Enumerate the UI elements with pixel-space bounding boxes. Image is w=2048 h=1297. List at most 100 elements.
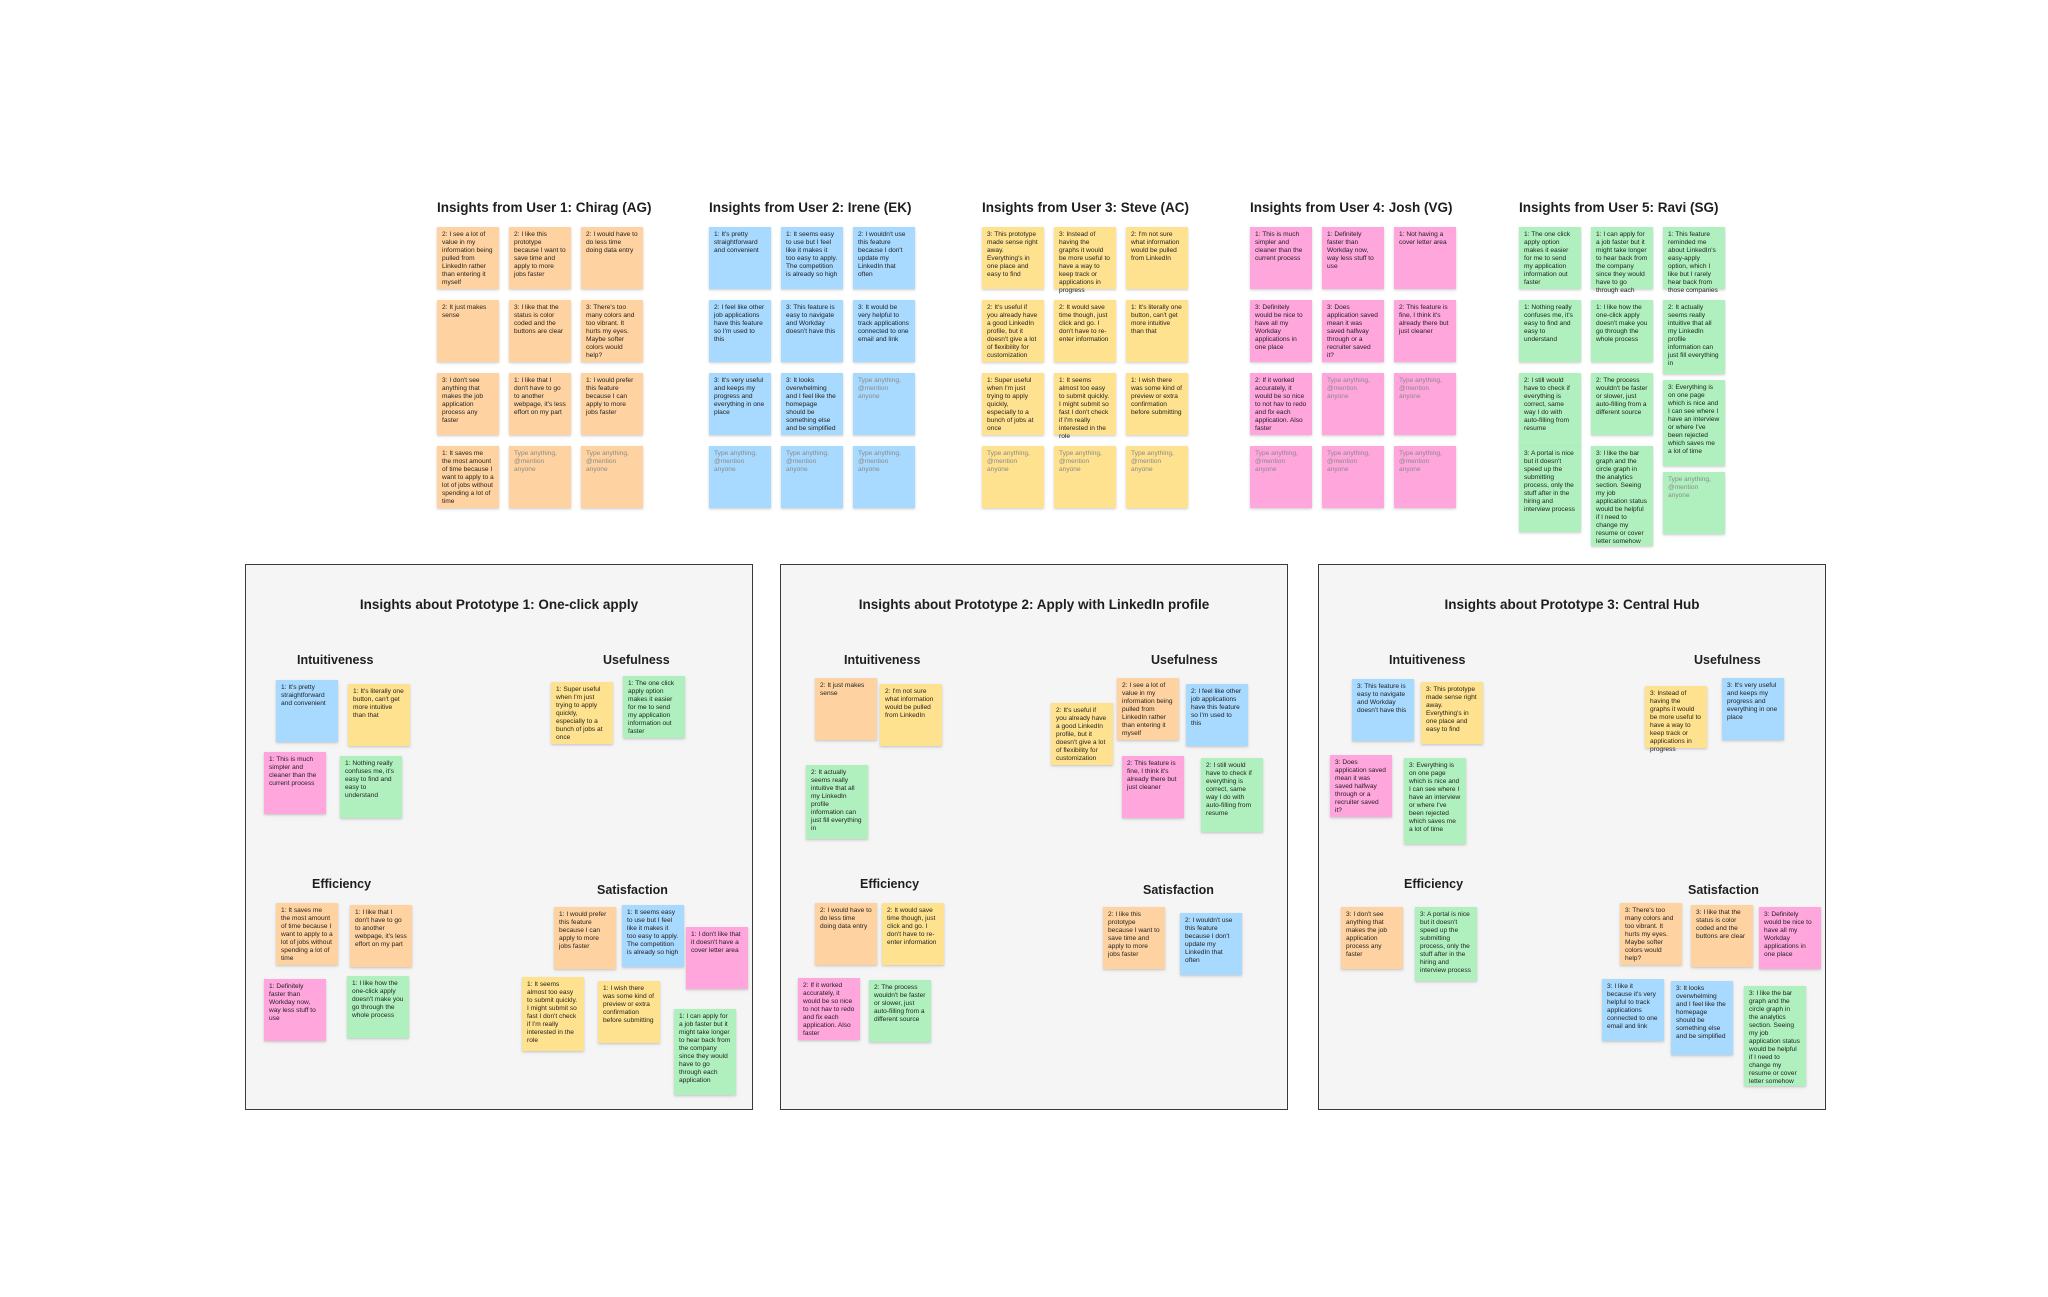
sticky-note-placeholder[interactable]: Type anything, @mention anyone (509, 446, 571, 508)
sticky-note[interactable]: 1: I like how the one-click apply doesn'… (1591, 300, 1653, 362)
sticky-note[interactable]: 1: Super useful when I'm just trying to … (551, 682, 613, 744)
sticky-note-placeholder[interactable]: Type anything, @mention anyone (1054, 446, 1116, 508)
sticky-note[interactable]: 1: Super useful when I'm just trying to … (982, 373, 1044, 435)
sticky-note[interactable]: 3: There's too many colors and too vibra… (1620, 903, 1682, 965)
sticky-note[interactable]: 1: It's literally one button, can't get … (1126, 300, 1188, 362)
sticky-note-placeholder[interactable]: Type anything, @mention anyone (1250, 446, 1312, 508)
sticky-note[interactable]: 3: I like that the status is color coded… (509, 300, 571, 362)
sticky-note[interactable]: 1: It's literally one button, can't get … (348, 684, 410, 746)
sticky-note[interactable]: 2: I like this prototype because I want … (1103, 907, 1165, 969)
prototype-3-section[interactable]: Insights about Prototype 3: Central Hub … (1318, 564, 1826, 1110)
sticky-note[interactable]: 2: I see a lot of value in my informatio… (437, 227, 499, 289)
sticky-note[interactable]: 3: Everything is on one page which is ni… (1663, 380, 1725, 466)
sticky-note[interactable]: 2: This feature is fine, I think it's al… (1394, 300, 1456, 362)
sticky-note[interactable]: 2: It just makes sense (815, 678, 877, 740)
sticky-note[interactable]: 2: If it worked accurately, it would be … (1250, 373, 1312, 435)
sticky-note[interactable]: 3: This prototype made sense right away.… (1421, 682, 1483, 744)
sticky-note[interactable]: 3: It's very useful and keeps my progres… (1722, 678, 1784, 740)
prototype-1-section[interactable]: Insights about Prototype 1: One-click ap… (245, 564, 753, 1110)
sticky-note[interactable]: 1: I can apply for a job faster but it m… (674, 1009, 736, 1095)
sticky-note[interactable]: 3: Does application saved mean it was sa… (1330, 755, 1392, 817)
user-group-title[interactable]: Insights from User 2: Irene (EK) (709, 200, 912, 215)
prototype-2-section[interactable]: Insights about Prototype 2: Apply with L… (780, 564, 1288, 1110)
sticky-note[interactable]: 2: If it worked accurately, it would be … (798, 978, 860, 1040)
sticky-note[interactable]: 1: Not having a cover letter area (1394, 227, 1456, 289)
sticky-note[interactable]: 1: It saves me the most amount of time b… (437, 446, 499, 508)
sticky-note[interactable]: 2: The process wouldn't be faster or slo… (1591, 373, 1653, 435)
sticky-note[interactable]: 1: This is much simpler and cleaner than… (1250, 227, 1312, 289)
sticky-note-placeholder[interactable]: Type anything, @mention anyone (709, 446, 771, 508)
sticky-note[interactable]: 3: Definitely would be nice to have all … (1250, 300, 1312, 362)
sticky-note[interactable]: 2: It would save time though, just click… (882, 903, 944, 965)
sticky-note[interactable]: 1: I would prefer this feature because I… (581, 373, 643, 435)
sticky-note-placeholder[interactable]: Type anything, @mention anyone (1322, 446, 1384, 508)
sticky-note-placeholder[interactable]: Type anything, @mention anyone (853, 446, 915, 508)
sticky-note[interactable]: 1: Definitely faster than Workday now, w… (264, 979, 326, 1041)
sticky-note[interactable]: 2: It just makes sense (437, 300, 499, 362)
sticky-note[interactable]: 3: I don't see anything that makes the j… (437, 373, 499, 435)
sticky-note[interactable]: 2: It actually seems really intuitive th… (806, 765, 868, 839)
sticky-note[interactable]: 1: It seems easy to use but I feel like … (622, 905, 684, 967)
sticky-note[interactable]: 3: Everything is on one page which is ni… (1404, 758, 1466, 844)
sticky-note[interactable]: 2: I would have to do less time doing da… (815, 903, 877, 965)
sticky-note-placeholder[interactable]: Type anything, @mention anyone (581, 446, 643, 508)
sticky-note[interactable]: 1: It seems almost too easy to submit qu… (1054, 373, 1116, 440)
sticky-note[interactable]: 3: Instead of having the graphs it would… (1645, 686, 1707, 753)
sticky-note[interactable]: 3: I like the bar graph and the circle g… (1744, 986, 1806, 1086)
sticky-note[interactable]: 1: This feature reminded me about Linked… (1663, 227, 1725, 294)
sticky-note[interactable]: 3: This feature is easy to navigate and … (1352, 679, 1414, 741)
sticky-note[interactable]: 2: I feel like other job applications ha… (709, 300, 771, 362)
sticky-note[interactable]: 3: I don't see anything that makes the j… (1341, 907, 1403, 969)
sticky-note[interactable]: 1: The one click apply option makes it e… (623, 676, 685, 738)
sticky-note[interactable]: 2: I feel like other job applications ha… (1186, 684, 1248, 746)
sticky-note[interactable]: 2: It actually seems really intuitive th… (1663, 300, 1725, 374)
sticky-note[interactable]: 1: I wish there was some kind of preview… (598, 981, 660, 1043)
sticky-note[interactable]: 2: It's useful if you already have a goo… (1051, 703, 1113, 765)
sticky-note[interactable]: 1: I wish there was some kind of preview… (1126, 373, 1188, 435)
sticky-note-placeholder[interactable]: Type anything, @mention anyone (1394, 373, 1456, 435)
sticky-note[interactable]: 3: I like it because it's very helpful t… (1602, 979, 1664, 1041)
user-group-title[interactable]: Insights from User 3: Steve (AC) (982, 200, 1190, 215)
sticky-note[interactable]: 1: Definitely faster than Workday now, w… (1322, 227, 1384, 289)
sticky-note[interactable]: 2: It's useful if you already have a goo… (982, 300, 1044, 362)
sticky-note[interactable]: 1: I can apply for a job faster but it m… (1591, 227, 1653, 294)
sticky-note[interactable]: 3: I like the bar graph and the circle g… (1591, 446, 1653, 546)
sticky-note[interactable]: 3: It would be very helpful to track app… (853, 300, 915, 362)
sticky-note[interactable]: 2: I would have to do less time doing da… (581, 227, 643, 289)
sticky-note-placeholder[interactable]: Type anything, @mention anyone (853, 373, 915, 435)
sticky-note[interactable]: 3: There's too many colors and too vibra… (581, 300, 643, 362)
sticky-note[interactable]: 1: It seems easy to use but I feel like … (781, 227, 843, 289)
sticky-note[interactable]: 1: It saves me the most amount of time b… (276, 903, 338, 965)
sticky-note[interactable]: 3: A portal is nice but it doesn't speed… (1519, 446, 1581, 532)
sticky-note[interactable]: 2: I'm not sure what information would b… (1126, 227, 1188, 289)
sticky-note-placeholder[interactable]: Type anything, @mention anyone (781, 446, 843, 508)
sticky-note[interactable]: 1: It seems almost too easy to submit qu… (522, 977, 584, 1051)
sticky-note-placeholder[interactable]: Type anything, @mention anyone (1663, 472, 1725, 534)
sticky-note[interactable]: 1: I like that I don't have to go to ano… (350, 905, 412, 967)
sticky-note[interactable]: 3: It looks overwhelming and I feel like… (781, 373, 843, 435)
sticky-note[interactable]: 3: I like that the status is color coded… (1691, 905, 1753, 967)
sticky-note[interactable]: 3: This prototype made sense right away.… (982, 227, 1044, 289)
sticky-note[interactable]: 2: I still would have to check if everyt… (1519, 373, 1581, 447)
sticky-note[interactable]: 2: This feature is fine, I think it's al… (1122, 756, 1184, 818)
sticky-note[interactable]: 1: I don't like that it doesn't have a c… (686, 927, 748, 989)
user-group-title[interactable]: Insights from User 5: Ravi (SG) (1519, 200, 1719, 215)
sticky-note[interactable]: 1: It's pretty straightforward and conve… (709, 227, 771, 289)
user-group-title[interactable]: Insights from User 4: Josh (VG) (1250, 200, 1453, 215)
sticky-note-placeholder[interactable]: Type anything, @mention anyone (1322, 373, 1384, 435)
sticky-note[interactable]: 1: It's pretty straightforward and conve… (276, 680, 338, 742)
sticky-note[interactable]: 1: The one click apply option makes it e… (1519, 227, 1581, 289)
sticky-note[interactable]: 1: I like how the one-click apply doesn'… (347, 976, 409, 1038)
sticky-note[interactable]: 2: I still would have to check if everyt… (1201, 758, 1263, 832)
sticky-note[interactable]: 2: I see a lot of value in my informatio… (1117, 678, 1179, 740)
sticky-note[interactable]: 1: I like that I don't have to go to ano… (509, 373, 571, 435)
sticky-note[interactable]: 2: I wouldn't use this feature because I… (853, 227, 915, 289)
sticky-note[interactable]: 3: Does application saved mean it was sa… (1322, 300, 1384, 362)
sticky-note-placeholder[interactable]: Type anything, @mention anyone (1126, 446, 1188, 508)
sticky-note[interactable]: 1: Nothing really confuses me, it's easy… (1519, 300, 1581, 362)
sticky-note[interactable]: 2: The process wouldn't be faster or slo… (869, 980, 931, 1042)
sticky-note[interactable]: 1: Nothing really confuses me, it's easy… (340, 756, 402, 818)
sticky-note[interactable]: 3: Instead of having the graphs it would… (1054, 227, 1116, 294)
sticky-note[interactable]: 1: This is much simpler and cleaner than… (264, 752, 326, 814)
user-group-title[interactable]: Insights from User 1: Chirag (AG) (437, 200, 652, 215)
